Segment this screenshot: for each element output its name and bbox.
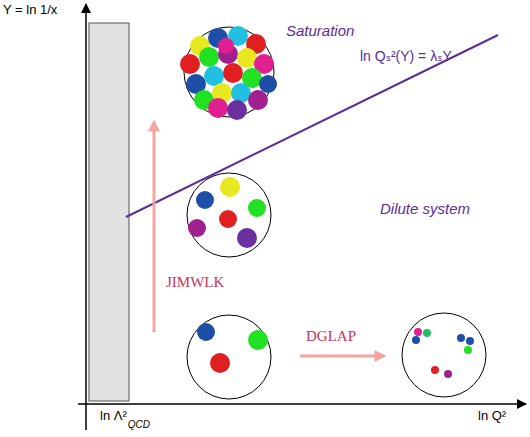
nonperturbative-band <box>89 23 129 401</box>
saturated-proton <box>180 26 277 120</box>
evolution-label: JIMWLK <box>166 274 224 291</box>
saturation-formula: ln Qₛ²(Y) = λₛY <box>360 49 452 64</box>
x-axis-tick: ln Λ² <box>100 409 127 423</box>
x-axis-title: ln Q² <box>478 409 506 423</box>
saturation-line <box>126 35 498 217</box>
evolution-label: DGLAP <box>306 328 356 345</box>
dglap-arrow <box>300 355 384 358</box>
dilute-proton <box>187 173 271 257</box>
region-label: Saturation <box>286 23 354 40</box>
sparse-proton <box>187 315 271 399</box>
y-axis <box>85 4 87 430</box>
x-axis <box>78 403 526 405</box>
y-axis-title: Y = ln 1/x <box>3 3 57 17</box>
region-label: Dilute system <box>380 201 470 218</box>
jimwlk-arrow <box>153 122 156 332</box>
x-axis-tick-subscript: QCD <box>128 419 150 430</box>
resolved-proton <box>402 313 486 397</box>
